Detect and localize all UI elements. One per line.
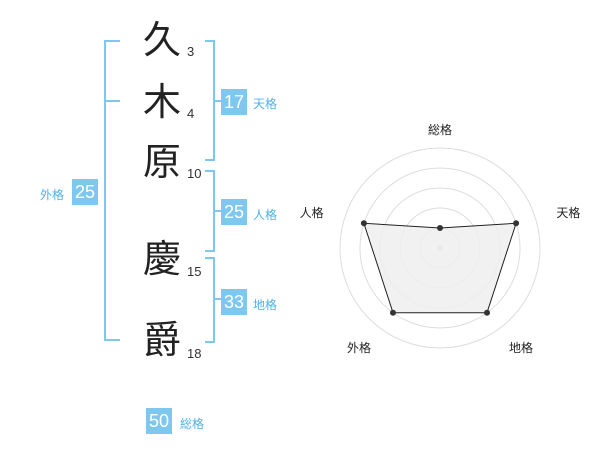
jinkaku-bracket bbox=[205, 170, 215, 252]
radar-axis-label: 天格 bbox=[556, 205, 580, 220]
radar-point bbox=[484, 309, 491, 316]
gaikaku-inner-tick bbox=[104, 100, 120, 102]
radar-axis-label: 外格 bbox=[347, 340, 371, 355]
name-char-3: 原 bbox=[142, 140, 181, 184]
radar-axis-label: 総格 bbox=[428, 122, 452, 137]
radar-point bbox=[513, 220, 520, 227]
stroke-count-4: 15 bbox=[187, 264, 202, 279]
stroke-count-2: 4 bbox=[187, 106, 195, 121]
tenkaku-bracket bbox=[205, 40, 215, 161]
name-char-1: 久 bbox=[142, 18, 181, 62]
chikaku-label: 地格 bbox=[253, 298, 278, 312]
chikaku-bracket bbox=[205, 257, 215, 343]
tenkaku-value: 17 bbox=[221, 89, 247, 115]
soukaku-value: 50 bbox=[146, 408, 172, 434]
name-char-4: 慶 bbox=[142, 237, 181, 281]
soukaku-label: 総格 bbox=[180, 417, 205, 431]
radar-point bbox=[360, 220, 367, 227]
gaikaku-label: 外格 bbox=[40, 188, 65, 202]
radar-point bbox=[389, 309, 396, 316]
jinkaku-value: 25 bbox=[221, 199, 247, 225]
gaikaku-value: 25 bbox=[72, 179, 98, 205]
radar-ring bbox=[339, 147, 541, 349]
stroke-count-1: 3 bbox=[187, 44, 195, 59]
jinkaku-connector bbox=[215, 210, 221, 212]
chikaku-value: 33 bbox=[221, 289, 247, 315]
name-char-2: 木 bbox=[142, 80, 181, 124]
radar-ring bbox=[359, 167, 521, 329]
radar-area bbox=[363, 222, 517, 314]
name-char-5: 爵 bbox=[142, 318, 181, 362]
chikaku-connector bbox=[215, 298, 221, 300]
gaikaku-bracket bbox=[104, 40, 120, 341]
jinkaku-label: 人格 bbox=[253, 208, 278, 222]
stroke-count-3: 10 bbox=[187, 166, 202, 181]
radar-axis-label: 地格 bbox=[509, 340, 533, 355]
radar-point bbox=[437, 225, 443, 231]
radar-axis-label: 人格 bbox=[300, 205, 324, 220]
tenkaku-label: 天格 bbox=[253, 97, 278, 111]
tenkaku-connector bbox=[215, 100, 221, 102]
stroke-count-5: 18 bbox=[187, 346, 202, 361]
